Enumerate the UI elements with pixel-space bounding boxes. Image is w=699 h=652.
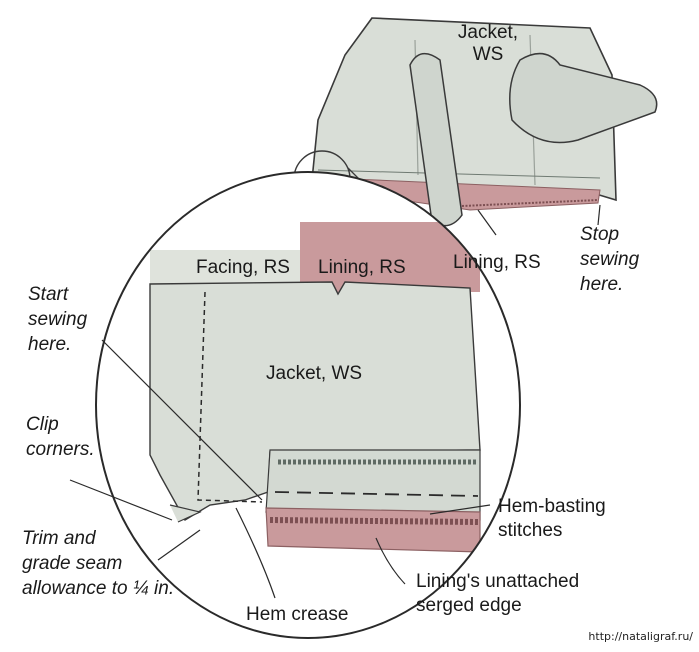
label-clip-corners: Clip corners. — [26, 414, 95, 461]
label-linings-edge-line1: Lining's unattached — [416, 571, 579, 593]
label-hem-basting-line2: stitches — [498, 520, 606, 542]
label-stop-sewing-line1: Stop — [580, 224, 639, 246]
label-hem-basting: Hem-basting stitches — [498, 496, 606, 542]
label-hem-basting-line1: Hem-basting — [498, 496, 606, 518]
label-facing-rs: Facing, RS — [196, 257, 290, 279]
label-linings-edge-line2: serged edge — [416, 595, 579, 617]
label-clip-corners-line2: corners. — [26, 439, 95, 461]
label-trim-grade-line2: grade seam — [22, 553, 174, 575]
label-stop-sewing-line3: here. — [580, 274, 639, 296]
label-jacket-ws-top-line2: WS — [452, 44, 524, 66]
label-start-sewing-line2: sewing — [28, 309, 87, 331]
label-trim-grade-line1: Trim and — [22, 528, 174, 550]
label-stop-sewing-line2: sewing — [580, 249, 639, 271]
label-jacket-ws-top: Jacket, WS — [452, 22, 524, 66]
leader-stop-sewing — [598, 205, 600, 225]
label-start-sewing-line3: here. — [28, 334, 87, 356]
label-linings-edge: Lining's unattached serged edge — [416, 571, 579, 617]
label-lining-rs-top: Lining, RS — [453, 252, 541, 274]
label-trim-grade: Trim and grade seam allowance to ¼ in. — [22, 528, 174, 600]
label-trim-grade-line3: allowance to ¼ in. — [22, 578, 174, 600]
label-lining-rs-magnified: Lining, RS — [318, 257, 406, 279]
watermark: http://nataligraf.ru/ — [588, 630, 693, 643]
label-start-sewing: Start sewing here. — [28, 284, 87, 356]
label-jacket-ws-magnified: Jacket, WS — [266, 363, 362, 385]
label-stop-sewing: Stop sewing here. — [580, 224, 639, 296]
label-start-sewing-line1: Start — [28, 284, 87, 306]
label-hem-crease: Hem crease — [246, 604, 348, 626]
leader-lining-top — [478, 210, 496, 235]
label-clip-corners-line1: Clip — [26, 414, 95, 436]
label-jacket-ws-top-line1: Jacket, — [452, 22, 524, 44]
lining-bottom-band — [266, 508, 480, 552]
